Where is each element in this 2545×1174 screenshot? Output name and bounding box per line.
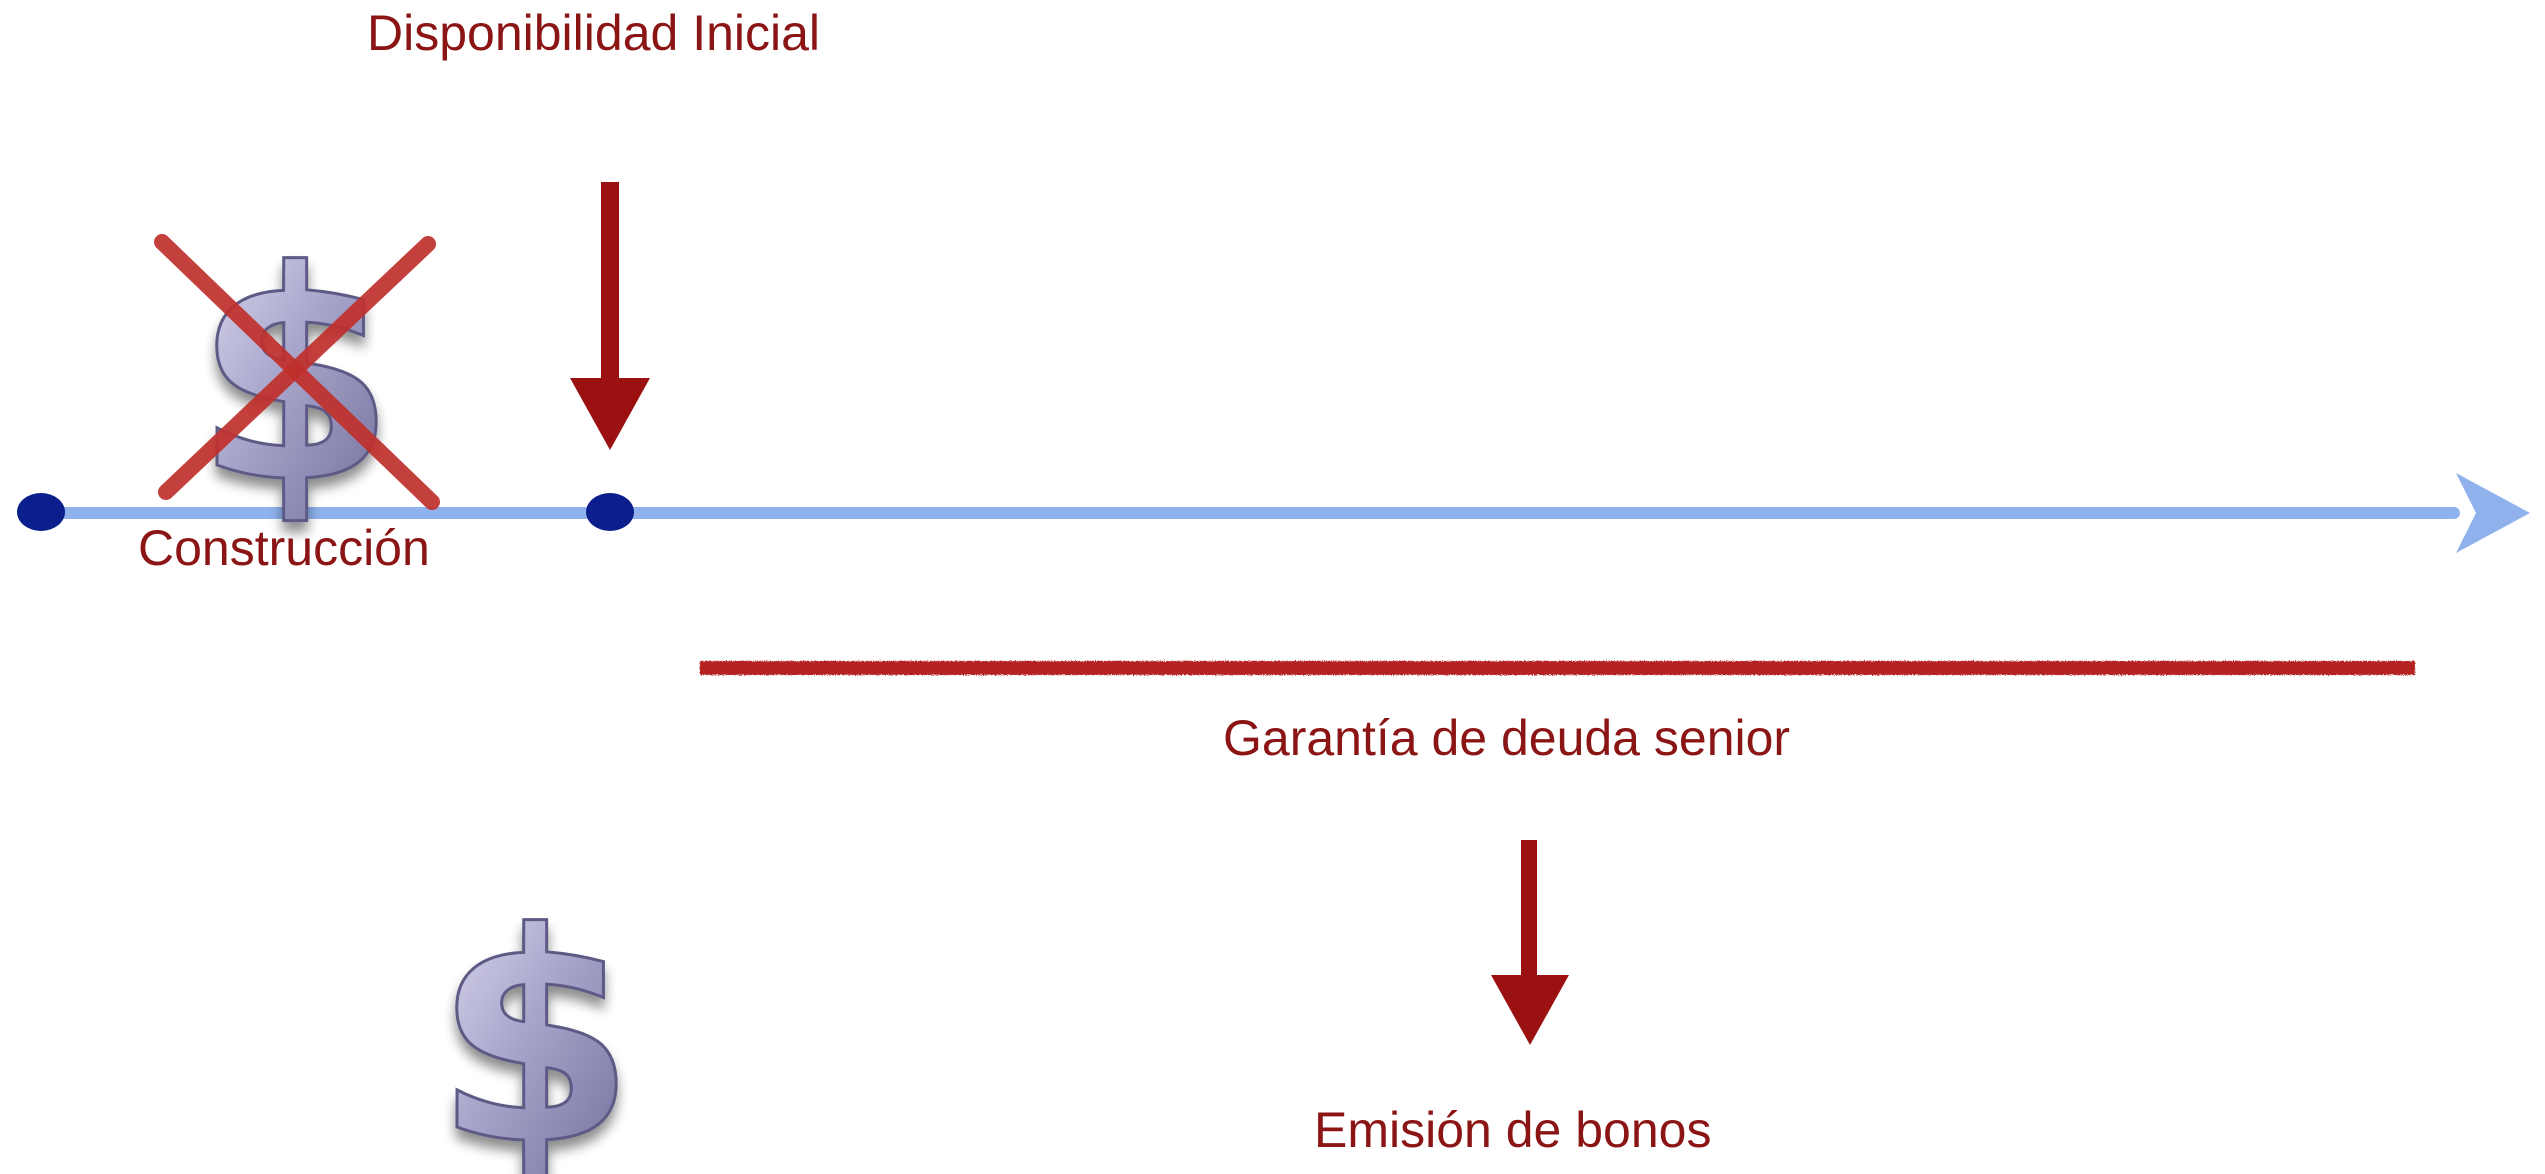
bond-issuance-label: Emisión de bonos xyxy=(1314,1102,1712,1158)
timeline-operation-point xyxy=(586,493,634,531)
timeline-line xyxy=(40,507,2460,519)
senior-debt-guarantee-label: Garantía de deuda senior xyxy=(1223,710,1791,766)
construction-label: Construcción xyxy=(138,520,430,576)
svg-text:$: $ xyxy=(434,872,636,1174)
timeline-start-point xyxy=(17,493,65,531)
dollar-sign-icon: $ xyxy=(433,871,638,1174)
senior-debt-guarantee-bar xyxy=(700,661,2415,675)
cross-line-2 xyxy=(158,236,436,500)
initial-availability-label: Disponibilidad Inicial xyxy=(367,5,821,61)
dollar-sign-crossed-icon: $ xyxy=(154,209,440,549)
bond-issuance-arrow xyxy=(1491,840,1569,1045)
timeline-axis xyxy=(40,473,2530,553)
timeline-arrowhead xyxy=(2456,473,2530,553)
initial-availability-arrow xyxy=(570,182,650,450)
